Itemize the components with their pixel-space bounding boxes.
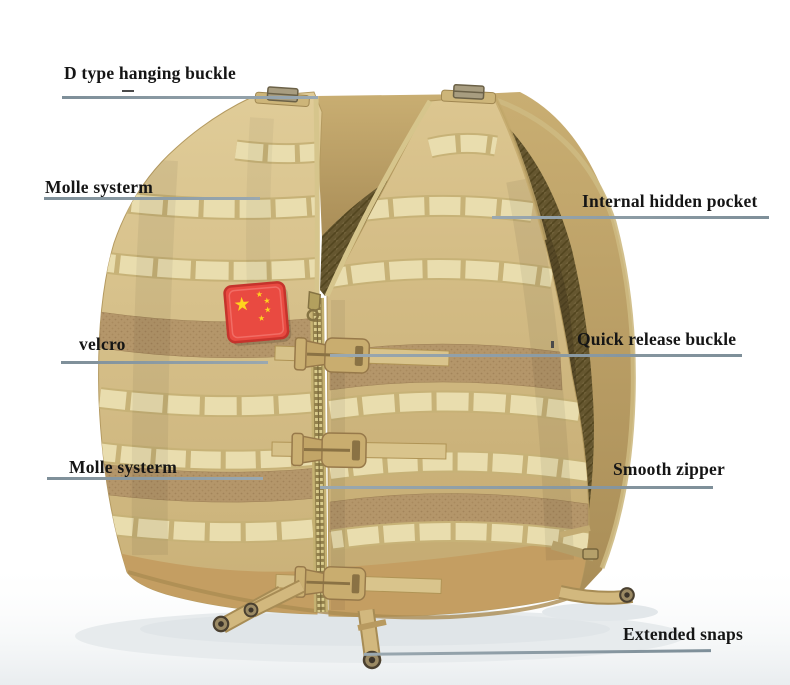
label-extended-snaps: Extended snaps	[623, 624, 743, 644]
armhole-mesh	[455, 100, 594, 585]
label-molle-system-bottom: Molle systerm	[69, 457, 178, 477]
label-velcro: velcro	[79, 334, 126, 354]
stray-dash-mark	[122, 90, 134, 92]
pointer-line-smooth-zipper	[320, 486, 713, 489]
pointer-line-internal-hidden-pocket	[492, 216, 769, 219]
flag-star-large: ★	[233, 294, 252, 316]
pointer-line-molle-system-top	[44, 197, 260, 200]
armhole-front-binding	[492, 94, 547, 241]
molle-webbing-right	[328, 132, 589, 553]
label-internal-hidden-pocket: Internal hidden pocket	[582, 191, 758, 211]
left-neckline-binding	[313, 95, 320, 297]
label-quick-release-buckle: Quick release buckle	[577, 329, 737, 349]
bottom-hem-binding	[127, 570, 579, 620]
flag-star-small: ★	[255, 290, 263, 300]
pointer-line-d-type-hanging-buckle	[62, 96, 318, 99]
right-panel-details	[328, 132, 589, 617]
pointer-line-velcro	[61, 361, 268, 364]
label-smooth-zipper: Smooth zipper	[613, 459, 725, 479]
flag-star-small: ★	[257, 314, 265, 324]
zipper-pull	[306, 290, 322, 322]
label-molle-system-top: Molle systerm	[45, 177, 154, 197]
flag-star-small: ★	[264, 305, 272, 315]
flag-star-small: ★	[263, 296, 271, 306]
stray-tick-mark	[551, 341, 554, 348]
flag-patch: ★ ★ ★ ★ ★	[223, 281, 292, 346]
d-buckle-right-shoulder	[440, 83, 497, 105]
right-neckline-binding	[324, 99, 433, 298]
label-d-type-hanging-buckle: D type hanging buckle	[64, 63, 236, 83]
pointer-line-quick-release-buckle	[330, 354, 742, 357]
pointer-line-molle-system-bottom	[47, 477, 263, 480]
